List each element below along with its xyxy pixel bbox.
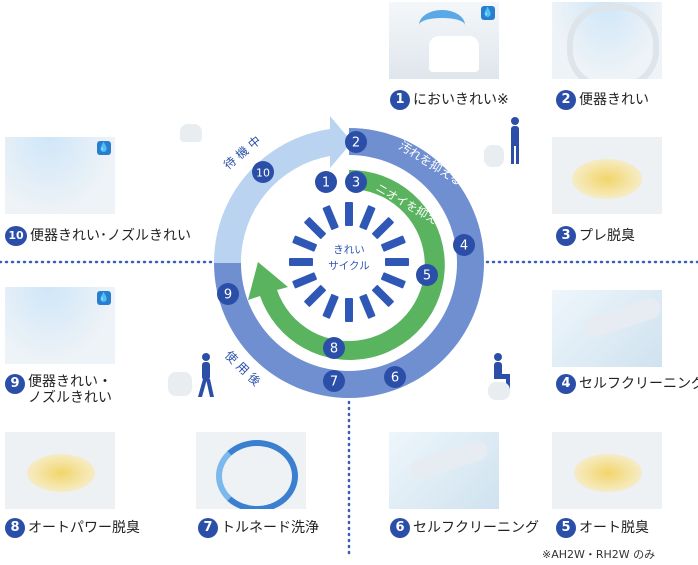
photo-step-5 [552, 432, 662, 509]
person-walking-icon [198, 353, 214, 397]
toilet-mini-icon-standby [180, 124, 202, 142]
inner-badge-label-5: 5 [423, 269, 431, 284]
center-ray [304, 285, 326, 307]
center-ray [372, 285, 394, 307]
water-drop-icon: 💧 [97, 141, 111, 155]
center-ray [345, 298, 353, 322]
center-ray [304, 217, 326, 239]
inner-badge-label-1: 1 [322, 176, 330, 191]
center-ray [385, 258, 409, 266]
outer-badge-label-9: 9 [224, 288, 232, 303]
center-label-2: サイクル [328, 260, 369, 272]
toilet-mini-icon-entry [484, 145, 504, 167]
outer-badge-label-10: 10 [256, 167, 270, 180]
center-ray [289, 258, 313, 266]
outer-badge-6 [384, 366, 406, 388]
center-ray [322, 205, 339, 230]
water-drop-icon: 💧 [481, 6, 495, 20]
outer-badge-label-4: 4 [460, 239, 468, 254]
outer-badge-4 [453, 234, 475, 256]
center-label-1: きれい [333, 244, 365, 256]
footnote: ※AH2W・RH2W のみ [542, 548, 656, 561]
inner-badge-3 [345, 171, 367, 193]
outer-badge-9 [217, 283, 239, 305]
photo-step-3 [552, 137, 662, 214]
outer-badge-7 [323, 370, 345, 392]
outer-badge-label-2: 2 [352, 136, 360, 151]
outer-ring-light [213, 116, 352, 263]
inner-badge-1 [315, 171, 337, 193]
outer-badge-10 [252, 161, 274, 183]
water-drop-icon: 💧 [97, 291, 111, 305]
photo-step-2 [552, 2, 662, 79]
center-ray [322, 294, 339, 319]
center-ray [381, 235, 406, 252]
center-ray [345, 202, 353, 226]
center-ray [381, 272, 406, 289]
inner-badge-5 [416, 264, 438, 286]
toilet-mini-icon-inuse [488, 382, 510, 400]
center-ray [359, 294, 376, 319]
photo-step-8 [5, 432, 115, 509]
photo-step-10: 💧 [5, 137, 115, 214]
photo-step-1: 💧 [389, 2, 499, 79]
photo-step-4 [552, 290, 662, 367]
person-standing-icon [511, 117, 519, 164]
toilet-mini-icon-after [168, 372, 192, 396]
outer-badge-label-6: 6 [391, 371, 399, 386]
center-ray [292, 235, 317, 252]
outer-badge-label-7: 7 [330, 375, 338, 390]
outer-badge-2 [345, 131, 367, 153]
inner-badge-label-8: 8 [330, 342, 338, 357]
center-ray [292, 272, 317, 289]
inner-badge-label-3: 3 [352, 176, 360, 191]
photo-step-7 [196, 432, 306, 509]
photo-step-6 [389, 432, 499, 509]
inner-badge-8 [323, 337, 345, 359]
center-ray [359, 205, 376, 230]
photo-step-9: 💧 [5, 287, 115, 364]
ring-number-badges: 2 4 6 7 9 10 1 3 5 8 [217, 131, 475, 392]
center-rays [289, 202, 409, 322]
center-ray [372, 217, 394, 239]
